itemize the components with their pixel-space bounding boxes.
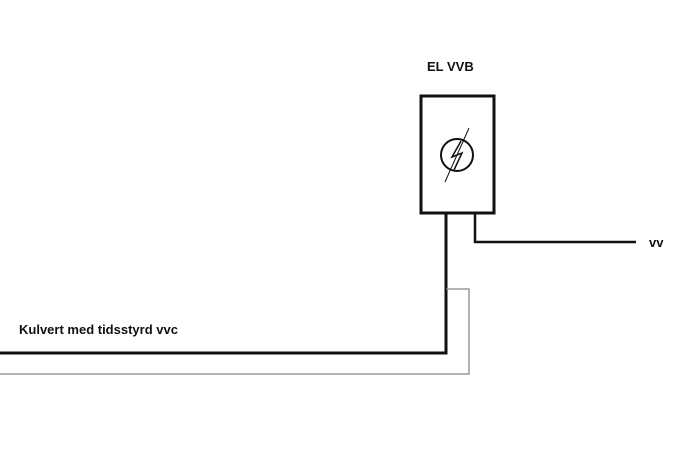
circulation-return-line	[0, 288, 470, 375]
electric-heating-element-icon	[440, 127, 474, 183]
culvert-supply-pipe	[0, 213, 448, 355]
hot-water-outlet-pipe	[473, 213, 636, 244]
culvert-label: Kulvert med tidsstyrd vvc	[19, 322, 178, 337]
outlet-label: vv	[649, 235, 664, 250]
water-heater-box	[419, 94, 496, 215]
heater-label: EL VVB	[427, 59, 474, 74]
